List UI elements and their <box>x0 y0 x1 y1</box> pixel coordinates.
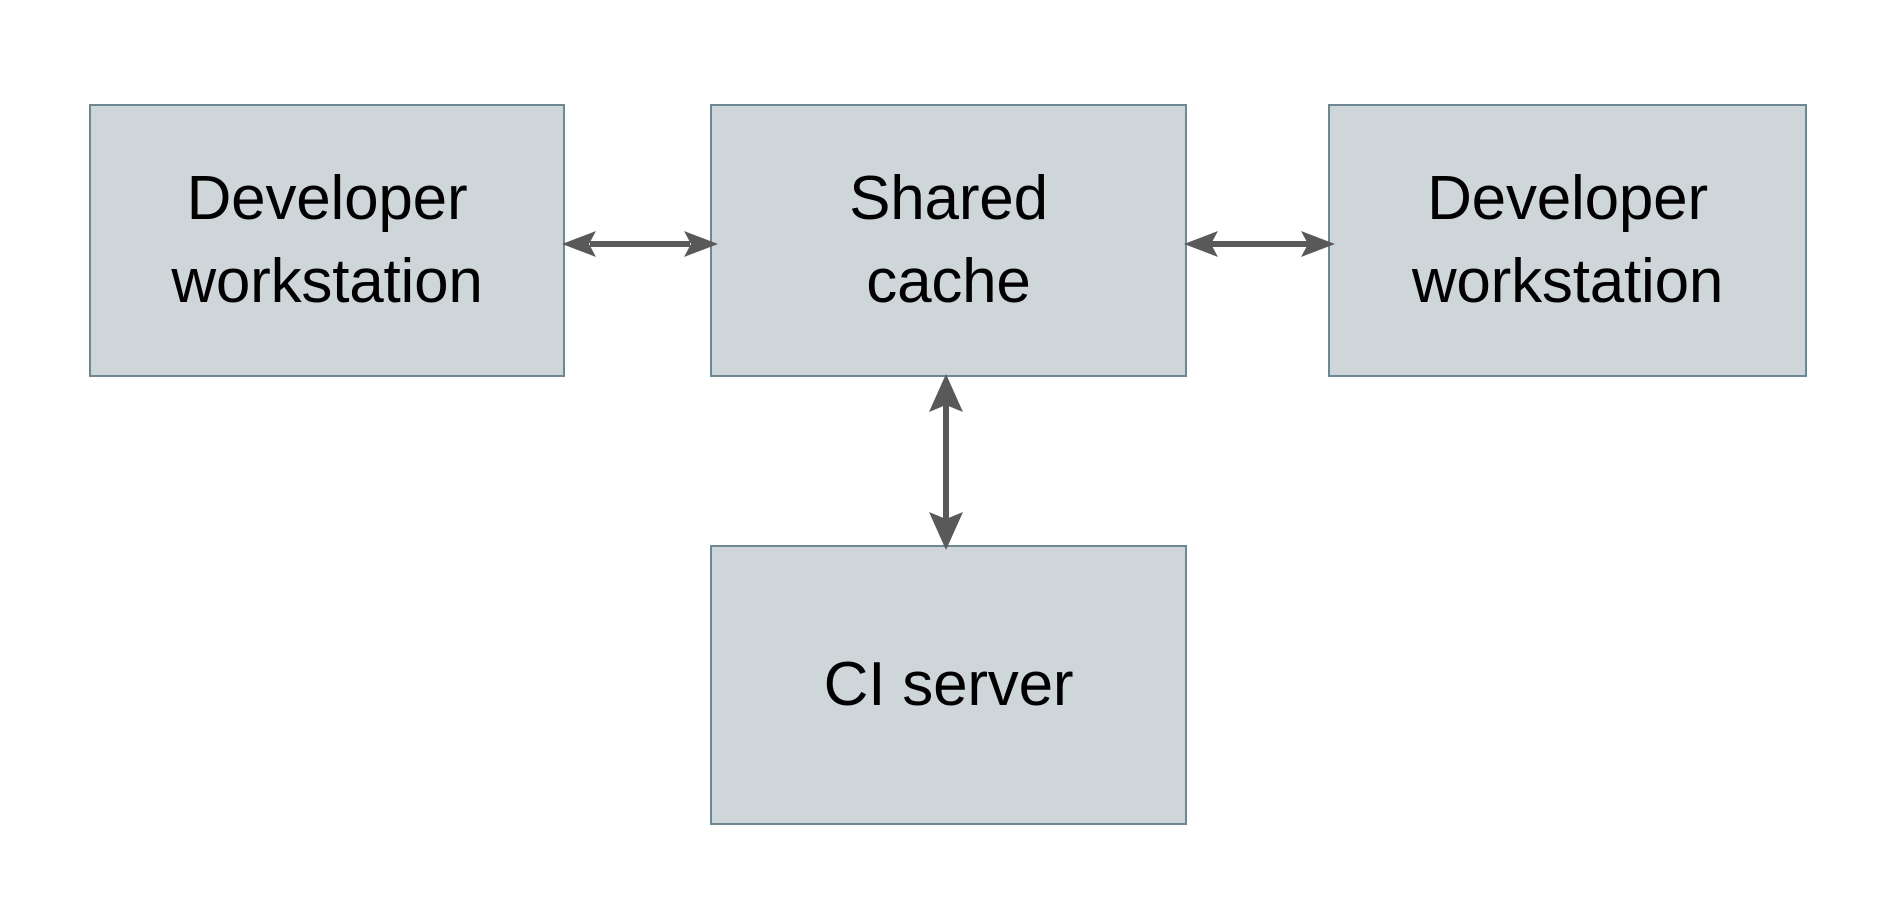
double-arrow-icon <box>562 231 718 257</box>
node-developer-workstation-left[interactable]: Developer workstation <box>89 104 565 377</box>
node-developer-workstation-right[interactable]: Developer workstation <box>1328 104 1807 377</box>
double-arrow-icon <box>1184 231 1335 257</box>
double-arrow-icon <box>929 374 963 550</box>
edge-shared-cache-to-developer-right <box>1184 231 1335 257</box>
node-label: Developer workstation <box>1411 164 1724 316</box>
edge-developer-left-to-shared-cache <box>562 231 718 257</box>
edge-shared-cache-to-ci-server <box>929 374 963 550</box>
node-label: Developer workstation <box>171 164 483 316</box>
node-label: CI server <box>823 649 1074 719</box>
node-shared-cache[interactable]: Shared cache <box>710 104 1187 377</box>
node-ci-server[interactable]: CI server <box>710 545 1187 825</box>
node-label: Shared cache <box>849 164 1048 316</box>
